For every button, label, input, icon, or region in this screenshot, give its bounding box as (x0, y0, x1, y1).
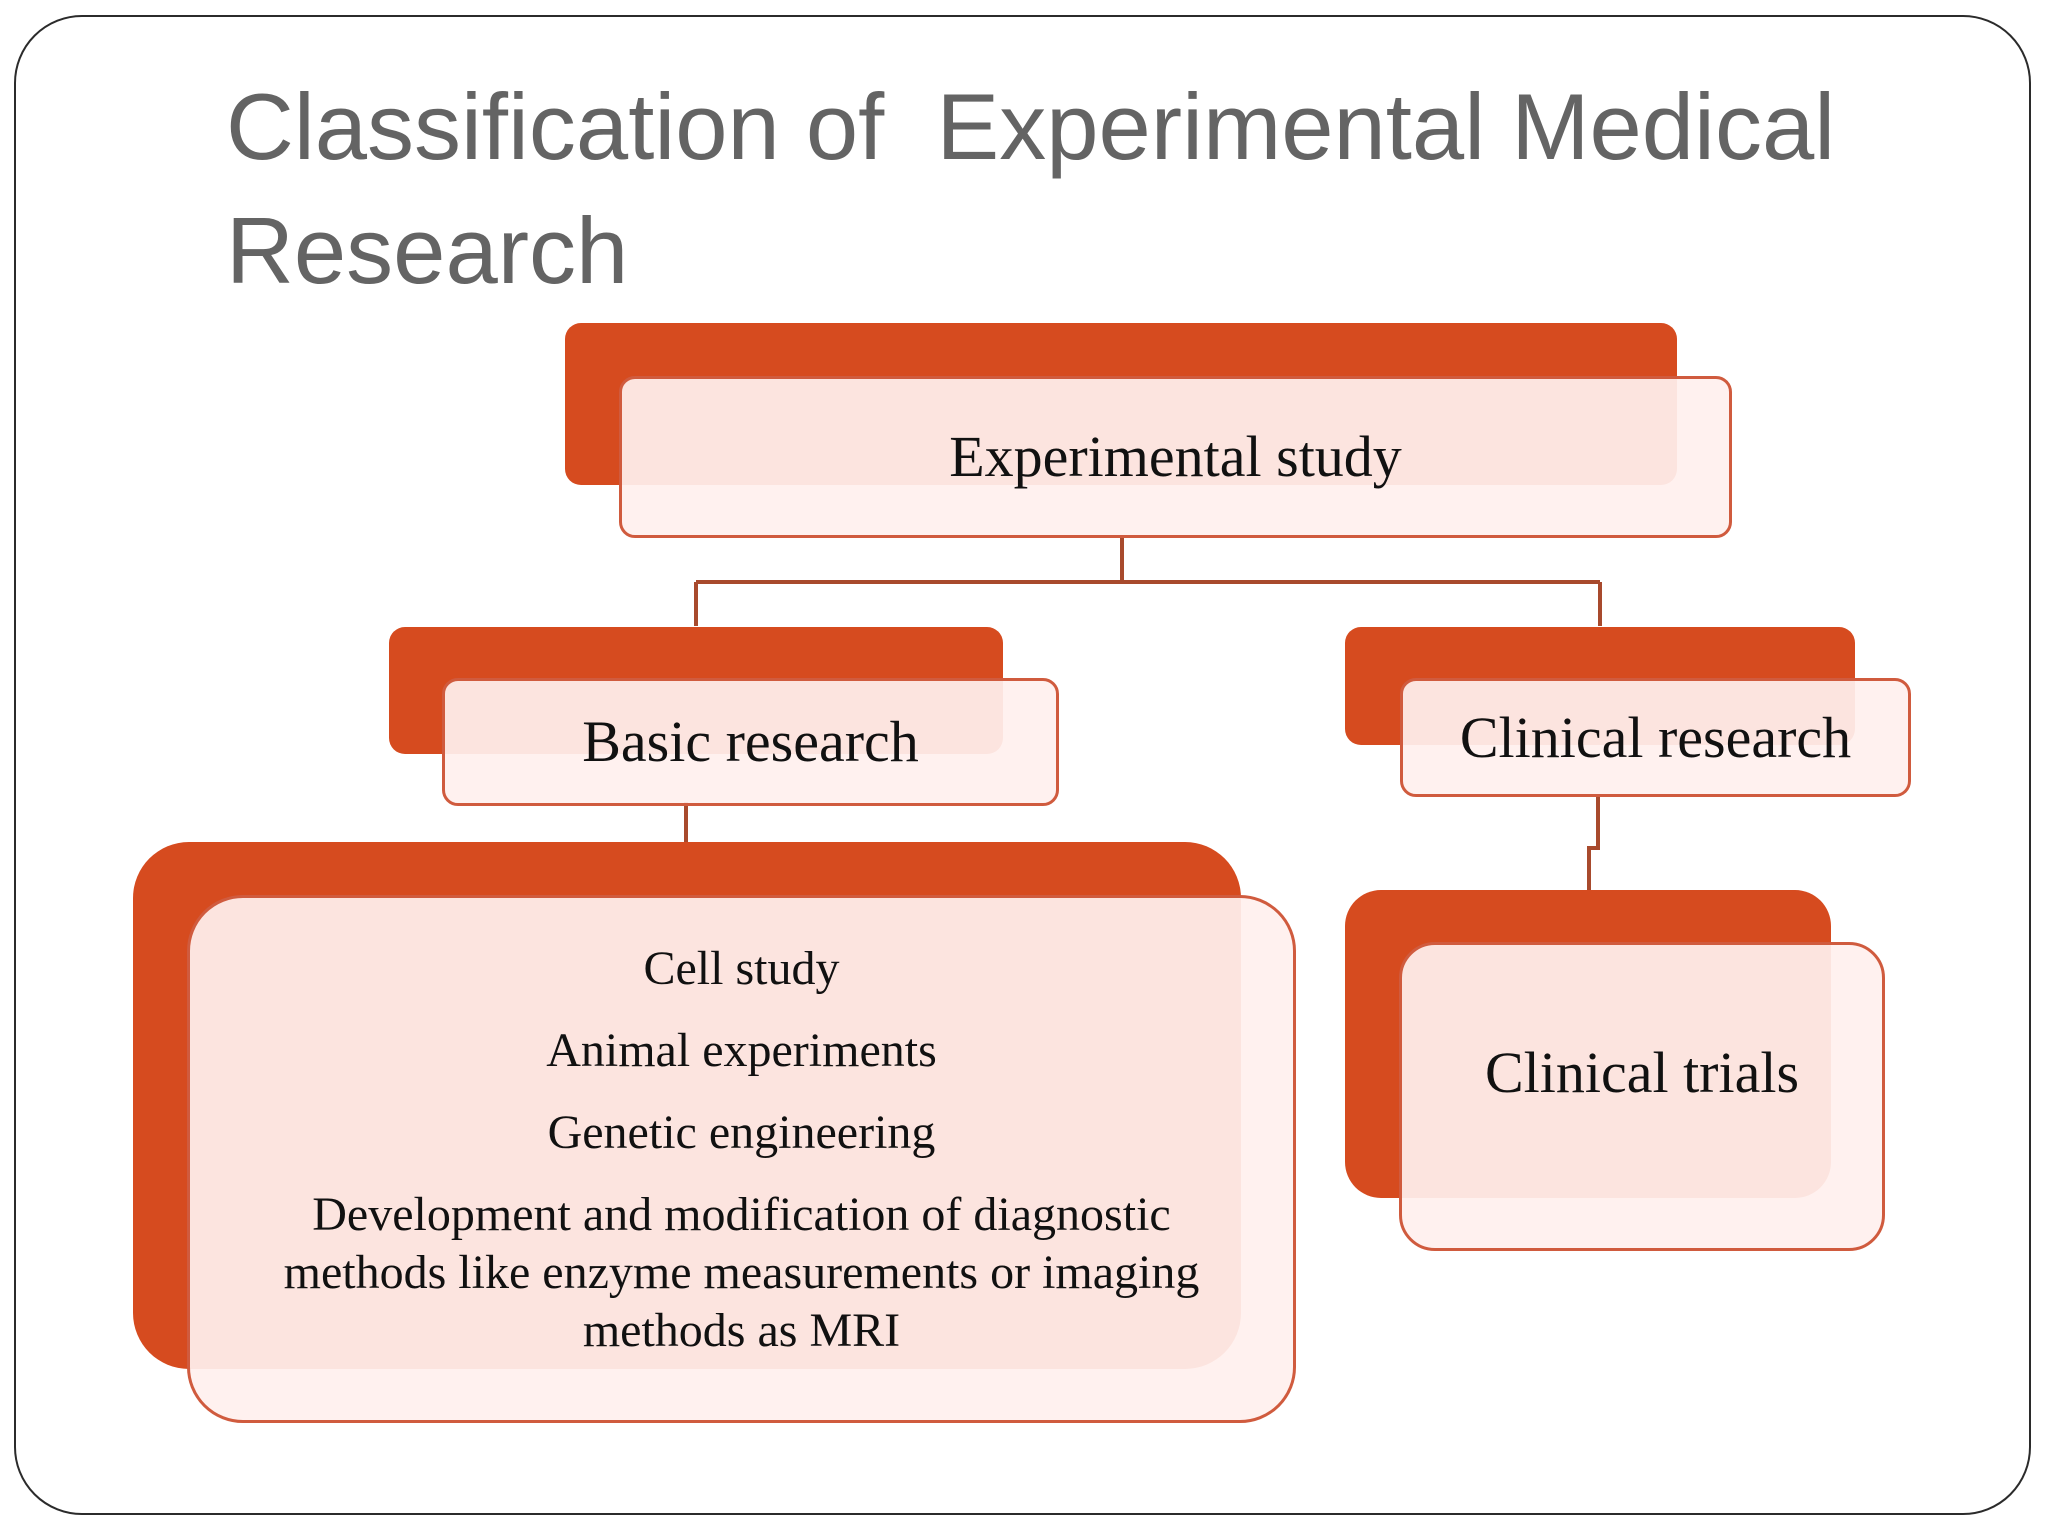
experimental-study-label: Experimental study (949, 424, 1402, 489)
basic-research-label: Basic research (582, 709, 919, 774)
experimental-study-node: Experimental study (565, 323, 1732, 538)
experimental-study-node-front: Experimental study (619, 376, 1732, 538)
clinical-trials-node-front: Clinical trials (1399, 942, 1885, 1251)
list-item: Genetic engineering (547, 1106, 936, 1159)
connector-clinical-to-trials (1587, 794, 1600, 890)
clinical-trials-node: Clinical trials (1345, 890, 1885, 1251)
slide-title: Classification of Experimental Medical R… (226, 74, 1862, 303)
list-item: Animal experiments (546, 1024, 937, 1077)
basic-research-list-node: Cell study Animal experiments Genetic en… (133, 842, 1296, 1423)
clinical-trials-label: Clinical trials (1484, 1039, 1800, 1105)
list-item: Development and modification of diagnost… (283, 1188, 1200, 1357)
list-item: Cell study (643, 942, 840, 995)
connector-root-to-branches (694, 538, 1602, 626)
clinical-research-label: Clinical research (1459, 704, 1852, 770)
basic-research-list-node-front: Cell study Animal experiments Genetic en… (187, 895, 1296, 1423)
clinical-research-node: Clinical research (1345, 627, 1911, 797)
basic-research-node: Basic research (389, 627, 1059, 806)
basic-research-node-front: Basic research (442, 678, 1059, 806)
clinical-research-node-front: Clinical research (1400, 678, 1911, 797)
